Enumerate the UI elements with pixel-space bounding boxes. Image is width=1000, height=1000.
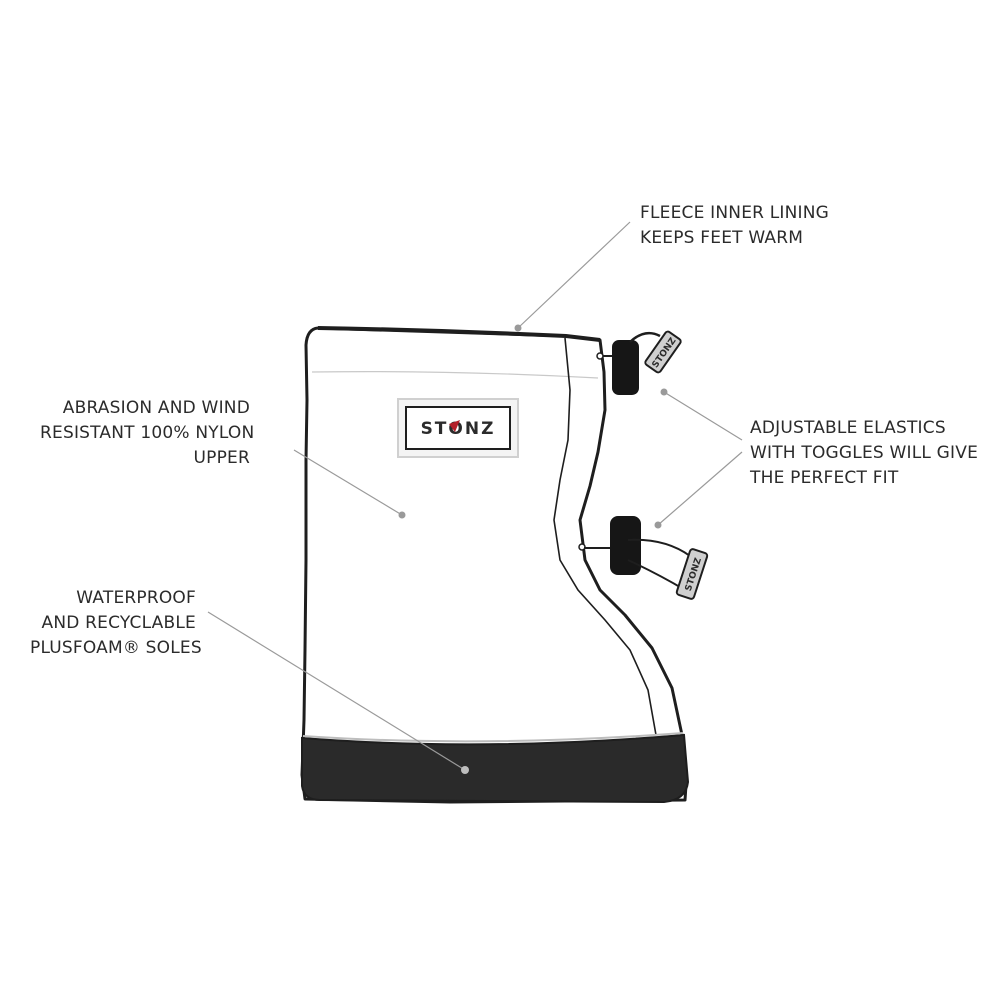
callout-nylon-upper: ABRASION AND WIND RESISTANT 100% NYLON U… — [40, 396, 255, 471]
callout-line: AND RECYCLABLE — [41, 613, 196, 633]
callout-line: WATERPROOF — [76, 588, 196, 608]
leader-elastics-lower — [657, 451, 743, 526]
dot-upper — [398, 511, 406, 519]
logo-accent-mark — [449, 420, 460, 432]
callout-fleece-lining: FLEECE INNER LINING KEEPS FEET WARM — [640, 201, 829, 251]
leader-elastics-upper — [663, 391, 743, 441]
lower-toggle: STONZ — [578, 516, 709, 600]
lining-seam — [311, 371, 599, 379]
callout-plusfoam-soles: WATERPROOF AND RECYCLABLE PLUSFOAM® SOLE… — [30, 586, 202, 661]
logo-text: STONZ — [421, 419, 496, 439]
front-panel-seam — [553, 337, 657, 736]
dot-soles — [461, 766, 469, 774]
callout-line: WITH TOGGLES WILL GIVE — [750, 443, 979, 463]
boot-sole — [301, 733, 690, 804]
leader-upper — [293, 449, 403, 516]
callout-line: KEEPS FEET WARM — [640, 228, 804, 248]
upper-toggle: STONZ — [596, 330, 682, 395]
callout-line: THE PERFECT FIT — [750, 468, 899, 488]
leader-soles — [207, 611, 466, 771]
dot-fleece — [514, 324, 522, 332]
dot-elastics-upper — [660, 388, 668, 396]
leader-lines — [207, 221, 743, 771]
callout-line: PLUSFOAM® SOLES — [30, 638, 202, 658]
callout-line: ABRASION AND WIND — [62, 398, 250, 418]
dot-elastics-lower — [654, 521, 662, 529]
sole-highlight — [302, 732, 684, 743]
callout-line: ADJUSTABLE ELASTICS — [750, 418, 946, 438]
leader-fleece — [517, 221, 631, 329]
leader-dots — [398, 324, 668, 774]
callout-line: RESISTANT 100% NYLON — [40, 423, 255, 443]
callout-line: UPPER — [193, 448, 250, 468]
callout-line: FLEECE INNER LINING — [640, 203, 830, 223]
fleece-lining-edge — [317, 326, 601, 342]
stonz-logo-patch: STONZ — [397, 398, 519, 458]
callout-adjustable-elastics: ADJUSTABLE ELASTICS WITH TOGGLES WILL GI… — [750, 416, 978, 491]
